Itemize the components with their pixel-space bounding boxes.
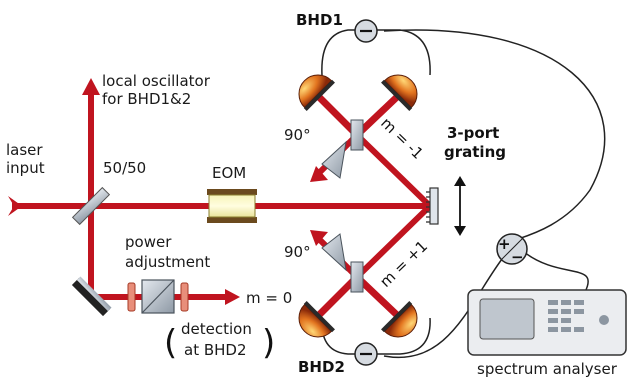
lo-label-line2: for BHD1&2 [102, 90, 191, 108]
bhd2-lo-arrow [310, 230, 328, 246]
grating-label-line1: 3-port [447, 124, 499, 142]
power-adjustment-optics [127, 279, 189, 314]
node-plus-sign: + [498, 235, 511, 253]
grating [426, 176, 466, 236]
bhd1-label: BHD1 [296, 11, 343, 29]
node-minus-sign: − [511, 248, 524, 266]
order-zero-label: m = 0 [246, 289, 292, 307]
angle-bottom-label: 90° [284, 243, 311, 261]
detection-label-line2: at BHD2 [184, 341, 247, 359]
sum-difference-node: + − [496, 233, 528, 266]
laser-label-line2: input [6, 159, 45, 177]
bhd2-detectors [298, 301, 418, 338]
laser-label-line1: laser [6, 141, 43, 159]
beam-bhd2-right [354, 274, 401, 319]
power-label-line2: adjustment [125, 253, 210, 271]
beam-arrowheads [8, 78, 328, 305]
angle-top-label: 90° [284, 126, 311, 144]
splitter-label: 50/50 [103, 159, 146, 177]
bhd2-label: BHD2 [298, 358, 345, 376]
lo-arrow [82, 78, 100, 95]
bhd1-lo-arrow [310, 166, 328, 182]
bhd2-wire-to-node [383, 254, 506, 359]
lo-label-line1: local oscillator [102, 72, 211, 90]
power-label-line1: power [125, 233, 172, 251]
detection-label-line1: detection [181, 320, 252, 338]
order-minus-label: m = -1 [377, 114, 427, 163]
mirror-bottom-left [71, 276, 112, 317]
bhd1-wire-to-node [383, 29, 606, 241]
spectrum-analyser [467, 289, 627, 356]
m0-arrow [225, 289, 240, 305]
phase-wedge-bottom [321, 233, 347, 272]
bhd2-subtractor [354, 342, 378, 366]
beam-m-plus1 [354, 203, 433, 280]
eom-label: EOM [212, 164, 246, 182]
node-wire-to-analyser [523, 251, 589, 293]
laser-input-arrow [8, 196, 22, 216]
detection-paren-close: ) [262, 323, 275, 363]
phase-wedge-top [321, 140, 347, 179]
detection-paren-open: ( [164, 323, 177, 363]
eom [207, 189, 257, 223]
bhd1-beamsplitter [350, 119, 364, 151]
bhd2-beamsplitter [350, 261, 364, 293]
order-plus-label: m = +1 [376, 237, 431, 291]
beam-bhd1-right [354, 93, 401, 138]
grating-label-line2: grating [444, 143, 506, 161]
beam-m-minus1 [354, 132, 433, 209]
bhd1-subtractor [354, 19, 378, 43]
splitter-50-50 [71, 186, 111, 226]
bhd1-detectors [298, 74, 418, 111]
spectrum-label: spectrum analyser [477, 360, 618, 378]
